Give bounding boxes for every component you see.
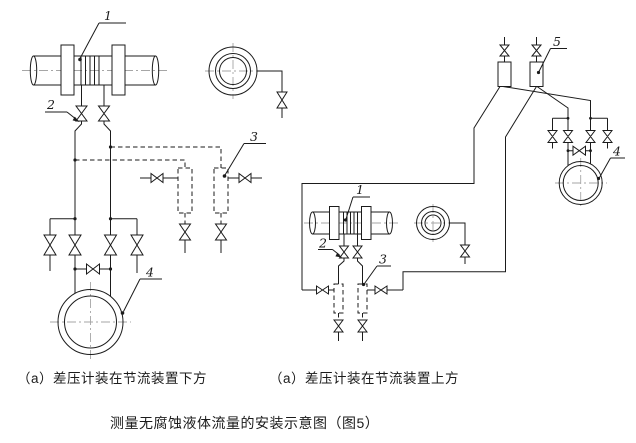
- orifice-plate-lines: [80, 56, 100, 85]
- impulse-route-right: [402, 86, 537, 290]
- impulse-line-right: [103, 85, 111, 297]
- equalizing-valve: [86, 262, 100, 276]
- leader-1-dot: [78, 57, 82, 62]
- endview-mid-circle: [421, 211, 445, 235]
- collector-to-manifold-right: [502, 86, 591, 119]
- leader-3: [364, 265, 391, 284]
- left-label-pot: 3: [250, 129, 258, 144]
- leader-3-dot: [361, 282, 366, 287]
- leader-3: [224, 143, 266, 176]
- settling-pot-right: [213, 167, 229, 214]
- impulse-line-left: [74, 85, 82, 294]
- pot-bottom-dashed: [184, 213, 222, 224]
- endview-mid-circle: [215, 53, 251, 89]
- pot-arm-valves: [150, 172, 252, 184]
- root-valves: [338, 245, 363, 259]
- manifold-valves: [547, 130, 613, 143]
- leader-4-dot: [120, 311, 125, 315]
- leader-1: [79, 22, 126, 59]
- leader-5-dot: [536, 70, 541, 75]
- endview-inner-circle: [219, 57, 247, 85]
- figure-title: 测量无腐蚀液体流量的安装示意图（图5）: [110, 415, 380, 431]
- impulse-route-left: [301, 86, 501, 290]
- root-valves: [75, 105, 111, 122]
- right-diagram-caption: （a）差压计装在节流装置上方: [269, 371, 460, 386]
- junction-dots: [73, 145, 113, 271]
- right-label-pot: 3: [379, 252, 387, 267]
- endview-outer-circle: [208, 46, 258, 96]
- pipe-endview-crosshair: [414, 204, 452, 242]
- flange-right: [111, 44, 126, 96]
- endview-inner-circle: [424, 214, 442, 232]
- dp-meter-inner: [562, 165, 599, 201]
- gas-collector-right: [529, 61, 544, 87]
- right-label-collector: 5: [553, 34, 561, 49]
- endview-drain-line: [257, 70, 283, 118]
- dashed-branch-right: [110, 146, 222, 168]
- leader-4: [599, 157, 625, 178]
- settling-pot-right: [357, 283, 368, 314]
- flange-left: [329, 206, 340, 240]
- pot-drain-valves: [178, 223, 228, 241]
- endview-drain-line: [449, 222, 466, 264]
- dp-meter-crosshair: [50, 282, 131, 362]
- left-label-orifice: 1: [104, 8, 112, 23]
- flange-right: [361, 206, 372, 240]
- pipe-end-right: [386, 211, 393, 235]
- dashed-branch-left: [75, 159, 186, 168]
- collector-to-manifold-left: [536, 86, 569, 119]
- pot-drain-valves: [333, 319, 368, 333]
- pipe-end-left: [309, 211, 316, 235]
- leader-2-arrow: [335, 252, 342, 258]
- pot-drain-stubs: [338, 332, 363, 341]
- endview-drain-valve: [276, 91, 288, 109]
- manifold-valves: [43, 234, 144, 256]
- leader-2: [45, 111, 77, 120]
- settling-pot-left: [177, 167, 193, 214]
- dp-meter-outer: [558, 161, 603, 205]
- dp-meter-outer: [57, 289, 124, 355]
- pipe-endview-crosshair: [205, 43, 261, 99]
- vent-valves: [498, 44, 543, 57]
- pipe-end-right: [151, 55, 160, 86]
- right-label-dp-meter: 4: [612, 144, 621, 159]
- left-label-dp-meter: 4: [145, 265, 154, 280]
- tap-line-right: [357, 234, 363, 284]
- leader-1-dot: [343, 218, 348, 222]
- right-diagram: 1 2 3 5 4: [301, 34, 625, 341]
- right-label-valve: 2: [318, 236, 327, 251]
- left-diagram: 1 2 3 4: [22, 8, 288, 362]
- manifold-branch-lines: [49, 218, 138, 273]
- right-label-orifice: 1: [356, 182, 364, 197]
- vent-lines: [504, 37, 537, 62]
- dp-meter-inner: [64, 295, 117, 349]
- manifold-branch-lines: [552, 117, 608, 166]
- tap-line-left: [338, 234, 345, 284]
- leader-4: [123, 278, 162, 312]
- leader-2-arrow: [72, 116, 80, 122]
- endview-drain-valve: [459, 244, 471, 258]
- gas-collector-left: [497, 61, 512, 87]
- orifice-plate-lines: [343, 212, 358, 234]
- pipe-end-left: [29, 55, 38, 86]
- settling-pot-left: [333, 283, 344, 314]
- flange-left: [60, 44, 75, 96]
- leader-1: [345, 196, 370, 220]
- leader-5: [538, 48, 567, 72]
- junction-dots: [566, 116, 592, 153]
- pot-drain-stubs: [184, 240, 222, 253]
- pot-arm-valves: [316, 285, 388, 295]
- leader-3-dot: [222, 174, 227, 178]
- equalizing-valve: [572, 145, 586, 157]
- left-diagram-caption: （a）差压计装在节流装置下方: [17, 371, 208, 386]
- leader-4-dot: [596, 176, 601, 181]
- pot-bottom-dashed: [338, 313, 363, 320]
- left-label-valve: 2: [46, 97, 55, 112]
